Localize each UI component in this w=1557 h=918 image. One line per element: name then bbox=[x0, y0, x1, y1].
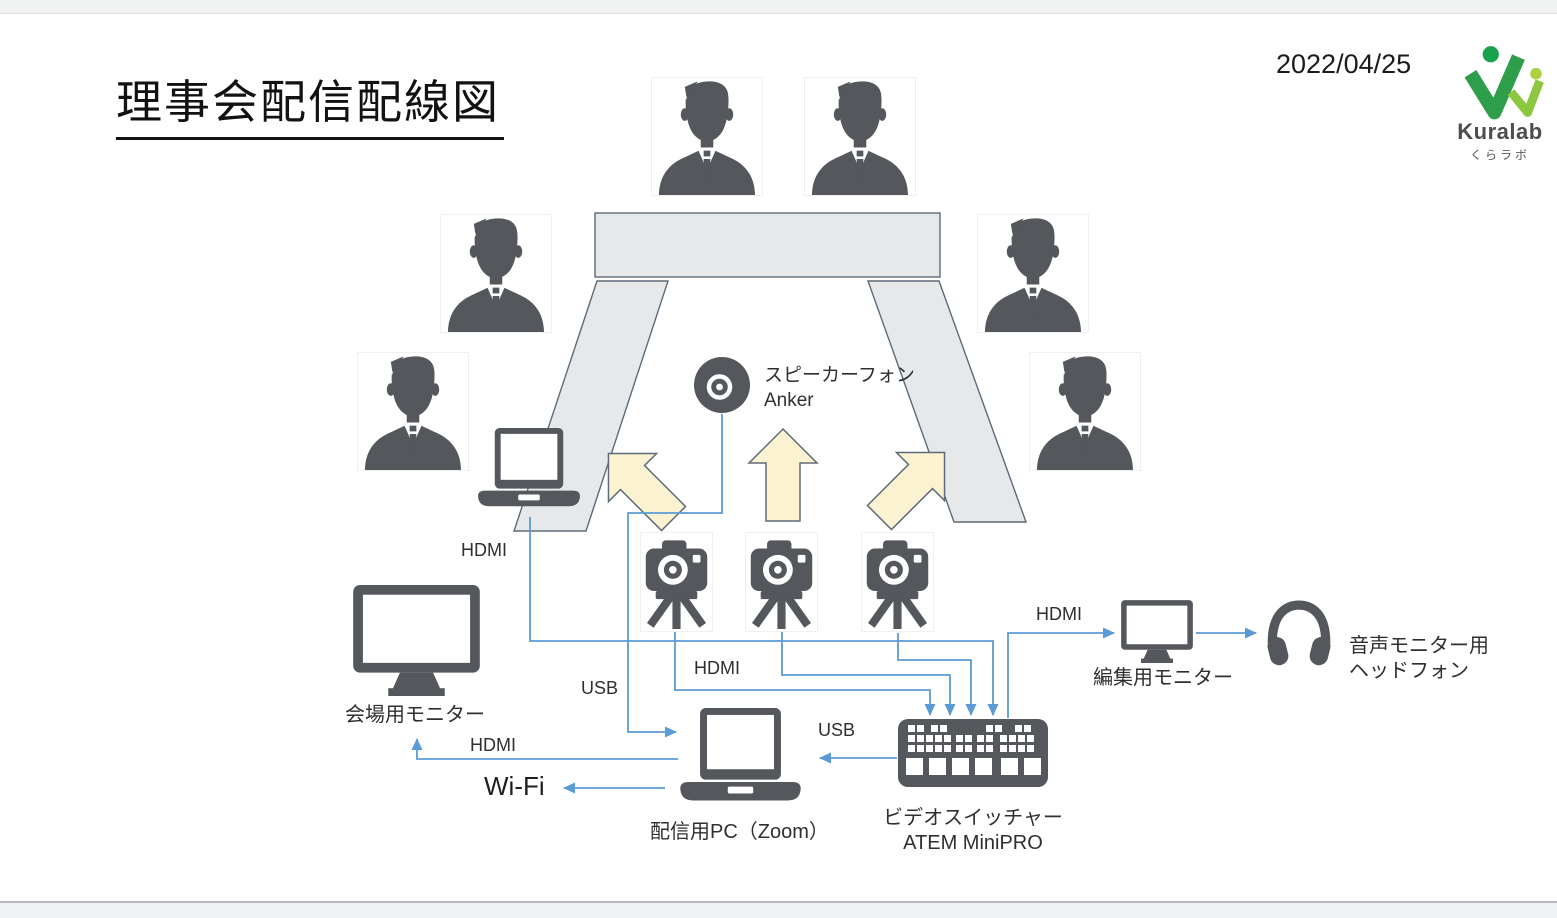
person-icon bbox=[440, 214, 552, 333]
logo-subname: くらラボ bbox=[1469, 148, 1530, 162]
table-right-leg bbox=[867, 280, 1027, 523]
cable-pc-to-venue-monitor bbox=[411, 738, 678, 760]
camera-icon bbox=[640, 532, 713, 632]
headphones-icon bbox=[1264, 598, 1334, 672]
venue-monitor-icon bbox=[351, 583, 482, 696]
speakerphone-icon bbox=[693, 356, 751, 414]
cables bbox=[411, 414, 1257, 794]
usb-label-switcher-pc: USB bbox=[818, 720, 856, 740]
person-icon bbox=[804, 77, 916, 196]
headphones-label-line1: 音声モニター用 bbox=[1349, 635, 1489, 657]
kuralab-logo: Kuralab くらラボ bbox=[1441, 44, 1557, 163]
slide-date: 2022/04/25 bbox=[1276, 49, 1412, 79]
venue-monitor-label: 会場用モニター bbox=[345, 704, 485, 726]
page-title: 理事会配信配線図 bbox=[116, 66, 504, 140]
cable-camera2-to-switcher bbox=[781, 632, 956, 716]
hdmi-label-table-laptop: HDMI bbox=[461, 540, 507, 560]
cable-camera3-to-switcher bbox=[897, 633, 977, 716]
edit-monitor-label: 編集用モニター bbox=[1093, 667, 1233, 689]
camera-icon bbox=[745, 532, 818, 632]
edit-monitor-icon bbox=[1120, 599, 1194, 663]
wifi-label: Wi-Fi bbox=[484, 771, 545, 801]
person-icon bbox=[977, 214, 1089, 333]
cable-switcher-to-edit-monitor bbox=[1007, 627, 1115, 718]
speakerphone-label-line1: スピーカーフォン bbox=[764, 365, 915, 386]
speakerphone-label-line2: Anker bbox=[764, 390, 814, 411]
cable-camera1-to-switcher bbox=[674, 631, 936, 716]
streaming-pc-label: 配信用PC（Zoom） bbox=[650, 821, 829, 843]
hdmi-label-venue: HDMI bbox=[470, 735, 516, 755]
video-switcher-icon bbox=[898, 719, 1048, 789]
window-chrome-bottom bbox=[0, 901, 1557, 918]
camera-direction-arrows bbox=[583, 427, 970, 544]
big-arrow-up bbox=[748, 428, 818, 522]
table-top bbox=[594, 212, 941, 278]
streaming-pc-icon bbox=[648, 708, 833, 812]
cable-table-laptop-to-switcher bbox=[529, 517, 999, 716]
cable-speakerphone-to-pc bbox=[627, 414, 723, 738]
switcher-label-line2: ATEM MiniPRO bbox=[903, 832, 1043, 854]
hdmi-label-cameras: HDMI bbox=[694, 658, 740, 678]
kuralab-logo-icon bbox=[1464, 46, 1544, 120]
switcher-label-line1: ビデオスイッチャー bbox=[883, 807, 1063, 829]
person-icon bbox=[651, 77, 763, 196]
person-icon bbox=[357, 352, 469, 471]
window-chrome-top bbox=[0, 0, 1557, 14]
camera-icon bbox=[861, 532, 934, 632]
headphones-label-line2: ヘッドフォン bbox=[1349, 660, 1469, 682]
person-icon bbox=[1029, 352, 1141, 471]
hdmi-label-edit-monitor: HDMI bbox=[1036, 604, 1082, 624]
usb-label-speakerphone: USB bbox=[581, 678, 619, 698]
table-laptop-icon bbox=[475, 428, 583, 516]
logo-name: Kuralab bbox=[1457, 119, 1543, 144]
